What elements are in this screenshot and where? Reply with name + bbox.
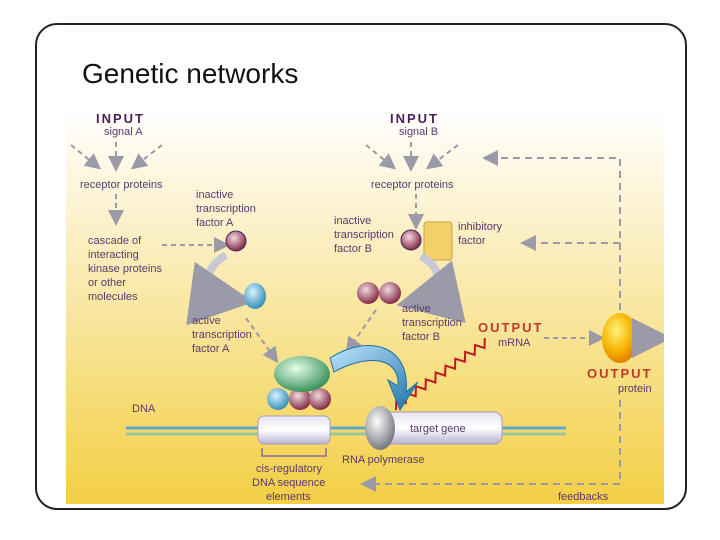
cascade-label: cascade of interacting kinase proteins o…	[88, 235, 162, 303]
output-mrna-heading: OUTPUT	[478, 320, 543, 335]
svg-text:kinase proteins: kinase proteins	[88, 263, 162, 275]
genetic-network-diagram: INPUT signal A receptor proteins cascade…	[66, 110, 672, 504]
activation-arrow-b	[396, 252, 466, 323]
inactive-factor-b-label: inactive transcription factor B	[334, 215, 394, 255]
signal-a-arrows	[70, 142, 163, 172]
input-b-heading: INPUT	[390, 111, 439, 126]
inactive-factor-b-molecule	[400, 229, 422, 251]
activation-arrow-a	[186, 251, 254, 326]
slide-title: Genetic networks	[82, 58, 299, 89]
panel-background	[66, 110, 664, 504]
svg-text:inactive: inactive	[196, 189, 233, 201]
inactive-factor-a-molecule	[225, 230, 247, 252]
inhibitory-factor-label: inhibitory factor	[458, 221, 503, 247]
svg-text:inactive: inactive	[334, 215, 371, 227]
svg-text:cascade of: cascade of	[88, 235, 142, 247]
activation-signal-arrow	[329, 344, 419, 412]
input-a-heading: INPUT	[96, 111, 145, 126]
svg-text:transcription: transcription	[192, 329, 252, 341]
svg-text:factor A: factor A	[196, 217, 234, 229]
rna-polymerase-molecule	[365, 406, 395, 450]
active-factor-b-right	[379, 282, 401, 304]
feedbacks-label: feedbacks	[558, 491, 609, 503]
active-factor-a-molecule	[244, 283, 266, 309]
cis-regulatory-bracket	[261, 448, 327, 457]
output-protein-molecule	[602, 313, 638, 363]
signal-b-arrows	[365, 142, 459, 172]
feedback-lines	[360, 150, 621, 492]
input-a-signal: signal A	[104, 126, 143, 138]
output-protein-label: protein	[618, 383, 652, 395]
inactive-factor-a-label: inactive transcription factor A	[196, 189, 256, 229]
output-mrna-label: mRNA	[498, 337, 531, 349]
svg-text:factor: factor	[458, 235, 486, 247]
active-factor-b-label: active transcription factor B	[402, 303, 462, 343]
svg-text:factor A: factor A	[192, 343, 230, 355]
cis-regulatory-region	[257, 415, 331, 445]
svg-text:factor B: factor B	[334, 243, 372, 255]
bound-factor-blue	[267, 388, 289, 410]
dna-label: DNA	[132, 403, 156, 415]
svg-text:elements: elements	[266, 491, 311, 503]
svg-text:inhibitory: inhibitory	[458, 221, 503, 233]
svg-text:factor B: factor B	[402, 331, 440, 343]
slide-frame	[35, 23, 687, 510]
bound-factor-maroon-1	[289, 388, 311, 410]
output-protein-heading: OUTPUT	[587, 366, 652, 381]
inhibitory-factor-block	[423, 221, 453, 261]
svg-text:active: active	[192, 315, 221, 327]
svg-text:transcription: transcription	[402, 317, 462, 329]
svg-text:transcription: transcription	[334, 229, 394, 241]
svg-text:active: active	[402, 303, 431, 315]
arrow-factor-b-to-dna	[345, 309, 377, 354]
bound-factor-maroon-2	[309, 388, 331, 410]
cis-regulatory-label: cis-regulatory DNA sequence elements	[252, 463, 325, 503]
receptor-proteins-a: receptor proteins	[80, 179, 163, 191]
rna-polymerase-label: RNA polymerase	[342, 454, 425, 466]
svg-text:cis-regulatory: cis-regulatory	[256, 463, 323, 475]
target-gene-label: target gene	[410, 423, 466, 435]
svg-text:or other: or other	[88, 277, 126, 289]
svg-text:DNA sequence: DNA sequence	[252, 477, 325, 489]
input-b-signal: signal B	[399, 126, 438, 138]
svg-text:molecules: molecules	[88, 291, 138, 303]
svg-text:transcription: transcription	[196, 203, 256, 215]
svg-text:interacting: interacting	[88, 249, 139, 261]
active-factor-b-left	[357, 282, 379, 304]
active-factor-a-label: active transcription factor A	[192, 315, 252, 355]
mediator-complex	[274, 356, 330, 392]
receptor-proteins-b: receptor proteins	[371, 179, 454, 191]
